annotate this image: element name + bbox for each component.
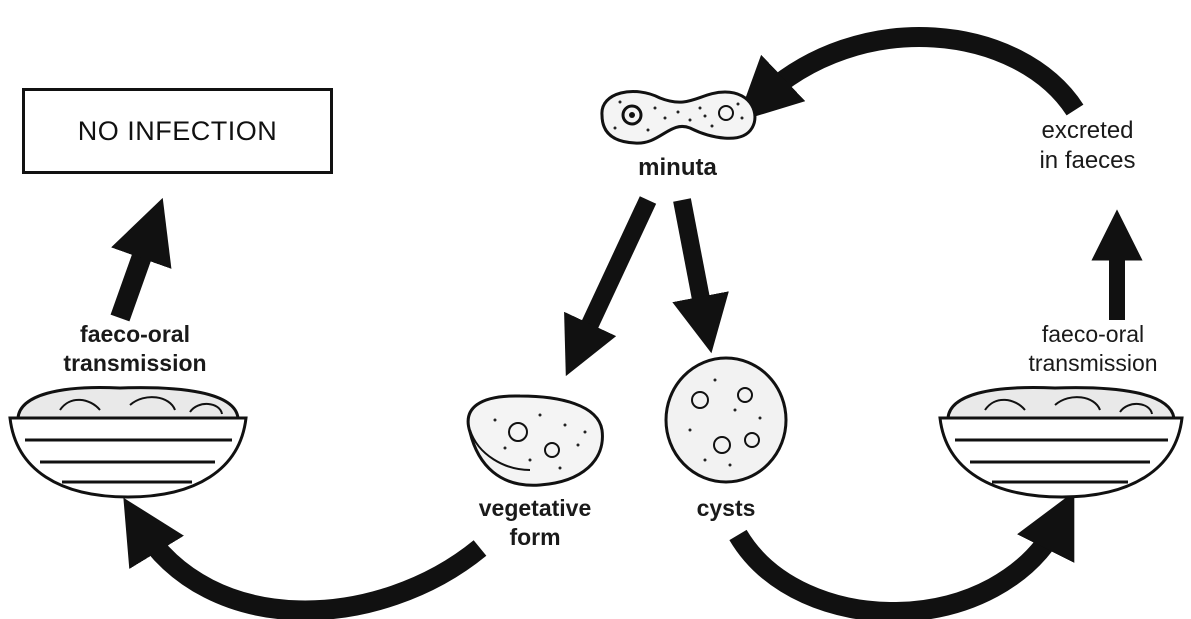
arrow-cysts-to-right-bowl: [738, 520, 1060, 612]
excreted-line-2: in faeces: [1010, 146, 1165, 176]
food-bowl-icon: [10, 387, 246, 497]
cyst-icon: [666, 358, 786, 482]
left-transmission-line-1: faeco-oral: [40, 320, 230, 349]
food-bowl-icon: [940, 387, 1182, 497]
excreted-label: excreted in faeces: [1010, 116, 1165, 176]
arrow-to-no-infection: [120, 228, 152, 318]
minuta-organism-icon: [602, 92, 755, 144]
right-transmission-line-2: transmission: [998, 349, 1188, 378]
vegetative-form-icon: [468, 396, 602, 485]
minuta-label: minuta: [600, 153, 755, 183]
cysts-label: cysts: [656, 494, 796, 523]
right-transmission-line-1: faeco-oral: [998, 320, 1188, 349]
excreted-line-1: excreted: [1010, 116, 1165, 146]
vegetative-line-1: vegetative: [455, 494, 615, 523]
arrow-minuta-to-cysts: [682, 200, 706, 325]
arrow-excreted-to-minuta: [760, 37, 1075, 110]
arrow-vegetative-to-left-bowl: [140, 525, 480, 610]
right-transmission-label: faeco-oral transmission: [998, 320, 1188, 378]
vegetative-form-label: vegetative form: [455, 494, 615, 552]
arrow-minuta-to-vegetative: [578, 200, 648, 350]
no-infection-label: NO INFECTION: [78, 116, 278, 147]
left-transmission-label: faeco-oral transmission: [40, 320, 230, 378]
no-infection-box: NO INFECTION: [22, 88, 333, 174]
left-transmission-line-2: transmission: [40, 349, 230, 378]
vegetative-line-2: form: [455, 523, 615, 552]
